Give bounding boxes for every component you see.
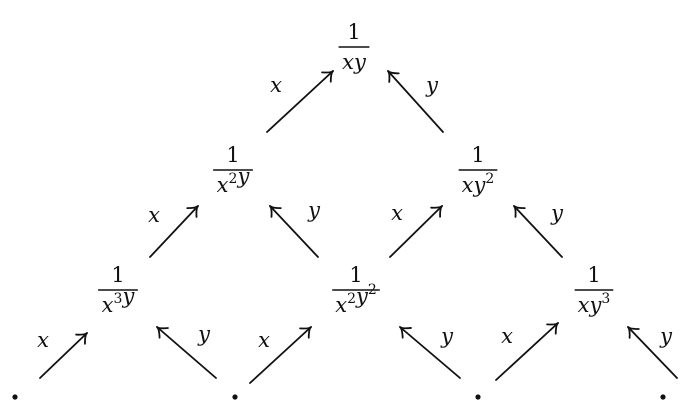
edge-label: x <box>148 203 160 227</box>
exponent: 2 <box>485 171 494 187</box>
node-d0 <box>12 394 18 400</box>
edge-label: y <box>550 201 564 225</box>
variable-y: y <box>589 293 603 317</box>
fraction-denominator: x2y2 <box>335 282 377 317</box>
arrowhead-icon <box>399 326 412 339</box>
arrow-shaft <box>389 205 443 258</box>
arrow-shaft <box>156 326 217 379</box>
arrow-shaft <box>627 326 678 379</box>
arrow-shaft <box>266 70 334 133</box>
edge-label: x <box>270 73 282 97</box>
ellipsis-dot <box>232 394 238 400</box>
edge-d3-to-n5: y <box>627 324 678 379</box>
arrowhead-icon <box>513 205 526 218</box>
variable-y: y <box>473 173 487 197</box>
fraction-numerator: 1 <box>347 20 360 44</box>
variable-x: x <box>217 173 229 197</box>
edge-n1-to-n0: x <box>266 70 334 133</box>
edge-label: x <box>258 328 270 352</box>
variable-y: y <box>121 284 135 308</box>
edge-label: x <box>391 201 403 225</box>
node-n2: 1 xy2 <box>458 143 498 197</box>
edge-n3-to-n1: x <box>148 203 199 258</box>
arrowhead-icon <box>299 326 312 339</box>
fraction-numerator: 1 <box>226 143 239 167</box>
exponent: 3 <box>114 291 123 307</box>
arrowhead-icon <box>156 326 169 339</box>
fraction-denominator: xy3 <box>578 291 611 317</box>
edge-label: y <box>307 198 321 222</box>
arrow-shaft <box>399 326 461 379</box>
arrow-shaft <box>495 322 559 381</box>
variable-x: x <box>342 50 354 74</box>
node-n0: 1 xy <box>338 20 370 74</box>
edge-d2-to-n5: x <box>495 322 559 381</box>
exponent: 2 <box>347 291 356 307</box>
ellipsis-dot <box>475 394 481 400</box>
arrow-shaft <box>269 205 319 258</box>
arrowhead-icon <box>430 205 443 218</box>
arrowhead-icon <box>75 332 88 345</box>
edge-n5-to-n2: y <box>513 201 564 258</box>
arrowhead-icon <box>186 205 199 218</box>
exponent: 3 <box>601 291 610 307</box>
fraction-numerator: 1 <box>111 263 124 287</box>
arrowhead-icon <box>546 322 559 335</box>
fraction-denominator: x2y <box>217 164 251 197</box>
edge-n4-to-n1: y <box>269 198 321 258</box>
edge-label: x <box>501 324 513 348</box>
fraction-denominator: xy <box>342 50 367 74</box>
fraction-numerator: 1 <box>587 263 600 287</box>
node-d1 <box>232 394 238 400</box>
arrow-shaft <box>39 332 88 379</box>
edge-n2-to-n0: y <box>387 70 444 133</box>
ellipsis-dot <box>660 394 666 400</box>
fraction-numerator: 1 <box>471 143 484 167</box>
variable-x: x <box>578 293 590 317</box>
edge-d0-to-n3: x <box>37 328 88 379</box>
variable-x: x <box>335 293 347 317</box>
arrowhead-icon <box>269 205 282 218</box>
edge-label: y <box>197 322 211 346</box>
edge-d1-to-n4: x <box>249 326 312 384</box>
arrow-shaft <box>513 205 563 258</box>
node-n5: 1 xy3 <box>574 263 614 317</box>
variable-y: y <box>353 50 367 74</box>
edge-label: y <box>425 73 439 97</box>
exponent: 2 <box>229 171 238 187</box>
variable-x: x <box>462 173 474 197</box>
edge-label: y <box>440 324 454 348</box>
edge-n4-to-n2: x <box>389 201 443 258</box>
edge-d1-to-n3: y <box>156 322 217 379</box>
edge-d2-to-n4: y <box>399 324 461 379</box>
node-d2 <box>475 394 481 400</box>
arrowhead-icon <box>627 326 640 339</box>
arrowhead-icon <box>321 70 334 83</box>
ellipsis-dot <box>12 394 18 400</box>
arrowhead-icon <box>387 70 400 83</box>
variable-x: x <box>102 293 114 317</box>
edge-label: y <box>659 324 673 348</box>
fraction-denominator: xy2 <box>462 171 495 197</box>
arrow-shaft <box>149 205 199 258</box>
arrow-shaft <box>387 70 444 133</box>
edge-label: x <box>37 328 49 352</box>
node-d3 <box>660 394 666 400</box>
variable-y: y <box>236 164 250 188</box>
fraction-numerator: 1 <box>349 263 362 287</box>
arrow-shaft <box>249 326 312 384</box>
fraction-denominator: x3y <box>102 284 136 317</box>
